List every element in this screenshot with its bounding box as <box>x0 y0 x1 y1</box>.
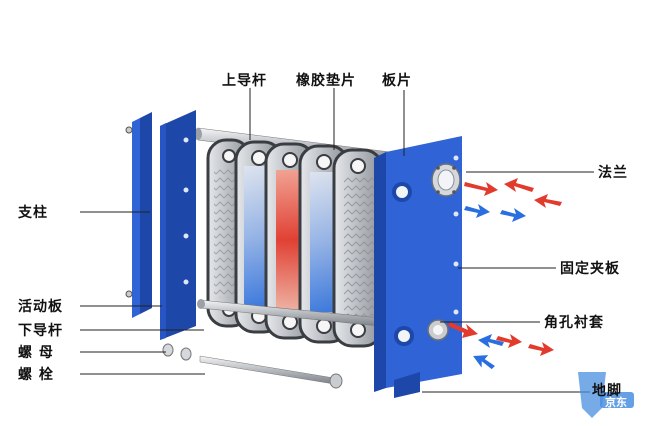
cold-arrow <box>464 204 490 218</box>
hot-arrow <box>528 342 554 356</box>
movable-plate <box>160 110 196 340</box>
cold-arrow <box>478 334 504 348</box>
label-column: 支柱 <box>18 205 48 221</box>
watermark-logo <box>578 372 634 418</box>
watermark-text: 京东 <box>605 396 627 409</box>
label-plate: 板片 <box>382 73 412 89</box>
label-flange: 法兰 <box>598 165 628 181</box>
label-foot: 地脚 <box>592 383 622 399</box>
label-nut: 螺 母 <box>18 345 54 361</box>
label-upper-guide-bar: 上导杆 <box>222 73 267 89</box>
cold-arrow <box>473 355 495 370</box>
label-fixed-clamp-plate: 固定夹板 <box>560 261 620 277</box>
flange <box>431 163 461 197</box>
fixed-frame-plate <box>374 136 462 398</box>
heat-plate <box>332 148 384 348</box>
hot-inlet-arrow <box>464 182 498 196</box>
label-movable-plate: 活动板 <box>18 299 63 315</box>
hot-arrow <box>448 322 478 338</box>
hot-outlet-arrow <box>504 178 534 192</box>
label-rubber-gasket: 橡胶垫片 <box>296 73 356 89</box>
flow-arrows <box>448 178 562 370</box>
hot-arrow <box>534 194 562 208</box>
bolt <box>199 355 343 389</box>
support-column <box>125 112 152 318</box>
label-lower-guide-bar: 下导杆 <box>18 323 63 339</box>
nut <box>162 343 192 361</box>
label-bolt: 螺 栓 <box>18 367 54 383</box>
hot-arrow <box>496 334 522 348</box>
cold-arrow <box>500 208 526 222</box>
plate-stack <box>206 138 384 348</box>
label-corner-hole-lining: 角孔衬套 <box>544 315 604 331</box>
leader-lines <box>80 88 594 393</box>
